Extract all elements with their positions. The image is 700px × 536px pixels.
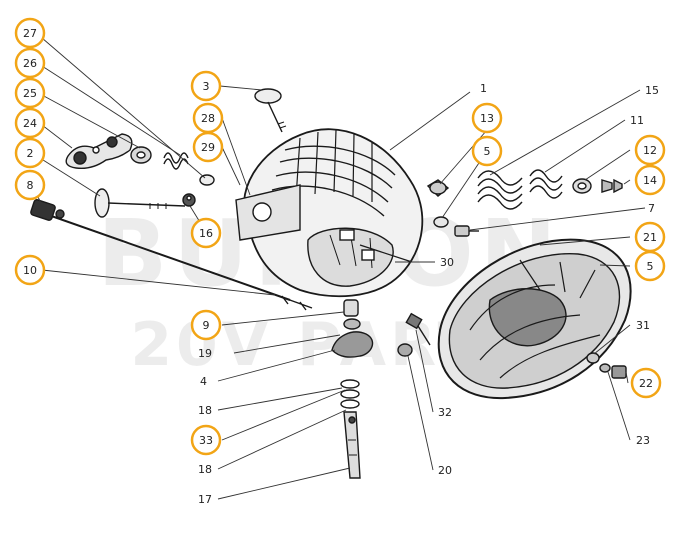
washer-23-part [599,363,611,373]
washer-part [130,146,152,164]
callout-2[interactable]: 2 [14,137,46,169]
intake-valve-part [254,88,287,133]
cover-bolt-part [405,312,431,346]
callout-28[interactable]: 28 [192,102,224,134]
nut-part [182,193,196,207]
label-20: 20 [438,464,452,477]
gasket-ring-part [433,216,449,228]
callout-33[interactable]: 33 [190,424,222,456]
callout-16-label: 16 [199,227,213,240]
callout-9[interactable]: 9 [190,309,222,341]
callout-9-label: 9 [203,319,210,332]
label-17: 17 [198,493,212,506]
drain-plug-part [611,365,627,379]
callout-5-upper-label: 5 [484,145,491,158]
callout-3-label: 3 [203,80,210,93]
parts [30,88,632,479]
valve-spring-inner-part [529,169,563,199]
label-32: 32 [438,406,452,419]
valve-guide-part [426,179,450,197]
spring-ring-part [340,379,360,409]
label-31: 31 [636,319,650,332]
callout-14[interactable]: 14 [634,164,666,196]
callout-26-label: 26 [23,57,37,70]
rocker-cover-part [437,238,632,400]
callout-27[interactable]: 27 [14,17,46,49]
callout-5-upper[interactable]: 5 [471,135,503,167]
rocker-shaft-part [343,411,361,479]
leader-lines [31,37,646,500]
collets-part [601,178,623,194]
label-23: 23 [636,434,650,447]
callout-27-label: 27 [23,27,37,40]
callout-5-lower-label: 5 [647,260,654,273]
retainer-part [199,174,215,186]
cylinder-part [30,199,65,221]
callout-25-label: 25 [23,87,37,100]
callout-16[interactable]: 16 [190,217,222,249]
callout-12-label: 12 [643,144,657,157]
callout-29-label: 29 [201,141,215,154]
valve-spring-outer-part [477,170,523,210]
label-7: 7 [648,202,655,215]
callout-22[interactable]: 22 [630,367,662,399]
tappet-part [343,299,359,317]
label-1: 1 [480,82,487,95]
callout-8-label: 8 [27,179,34,192]
callout-10-label: 10 [23,264,37,277]
plug-part [454,225,479,237]
label-11: 11 [630,114,644,127]
label-15: 15 [645,84,659,97]
label-30: 30 [440,256,454,269]
callout-29[interactable]: 29 [192,131,224,163]
exhaust-valve-part [94,188,186,218]
rocker-arm-part [331,318,374,358]
callouts: 27 26 25 24 2 8 10 3 28 29 16 9 33 13 5 … [14,17,666,456]
callout-8[interactable]: 8 [14,169,46,201]
push-rod-part [39,211,291,301]
callout-24[interactable]: 24 [14,107,46,139]
push-rod-end-part [261,289,313,311]
callout-13-label: 13 [480,112,494,125]
label-18-upper: 18 [198,404,212,417]
callout-5-lower[interactable]: 5 [634,250,666,282]
label-4: 4 [200,375,207,388]
washer-31-part [586,352,600,364]
spring-cap-part [572,178,592,194]
callout-13[interactable]: 13 [471,102,503,134]
callout-22-label: 22 [639,377,653,390]
plain-labels: 1 15 11 7 30 19 4 18 18 17 32 20 31 23 [198,82,659,506]
callout-21[interactable]: 21 [634,221,666,253]
callout-12[interactable]: 12 [634,134,666,166]
label-19: 19 [198,347,212,360]
callout-33-label: 33 [199,434,213,447]
callout-14-label: 14 [643,174,657,187]
callout-25[interactable]: 25 [14,77,46,109]
label-18-lower: 18 [198,463,212,476]
callout-10[interactable]: 10 [14,254,46,286]
rocker-link-part [65,133,133,170]
callout-3[interactable]: 3 [190,70,222,102]
callout-28-label: 28 [201,112,215,125]
small-spring-part [163,152,189,170]
cover-nut-part [397,343,413,357]
callout-2-label: 2 [27,147,34,160]
callout-21-label: 21 [643,231,657,244]
callout-24-label: 24 [23,117,37,130]
cylinder-head-part [235,128,424,298]
callout-26[interactable]: 26 [14,47,46,79]
